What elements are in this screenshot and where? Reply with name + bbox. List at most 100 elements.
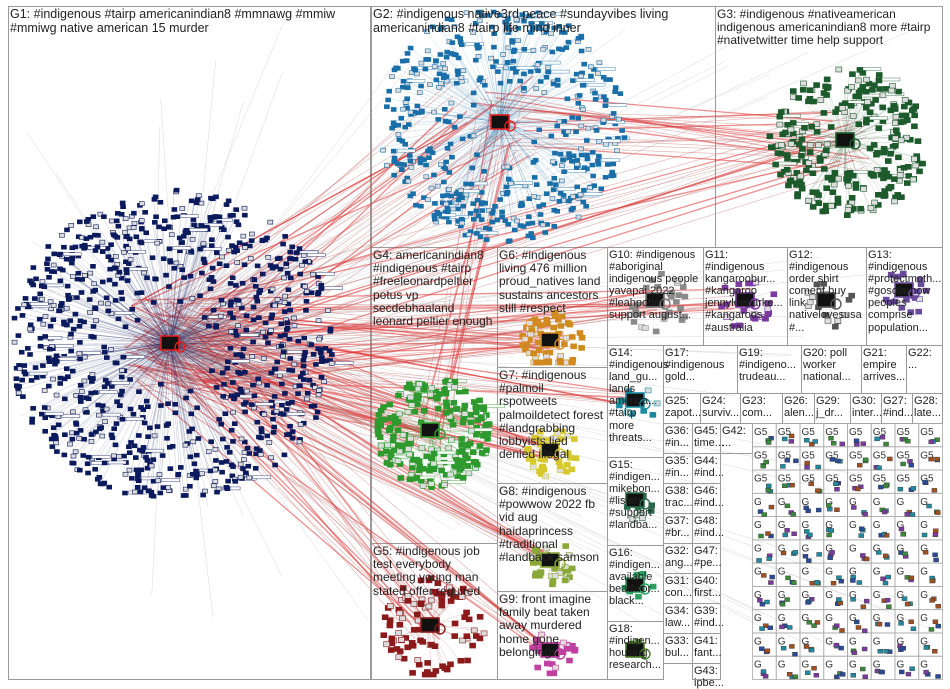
g2-node [555,78,560,82]
tiny-node [805,461,810,465]
tiny-node [809,648,814,652]
g5-node [396,631,402,636]
tiny-cluster-label: G5 [873,450,887,461]
tiny-node [876,550,881,554]
tiny-node [933,620,938,624]
g1-node [177,236,182,240]
g1-node [89,391,94,395]
g1-node [218,314,223,318]
g1-node [240,281,245,285]
tiny-node [909,576,914,580]
g3-node [898,195,904,200]
g1-node [139,291,144,295]
g2-node [581,83,586,87]
g1-node [79,291,84,295]
g4-node [420,483,426,488]
g1-node [167,247,172,251]
g1-node [303,260,308,264]
tiny-node [830,457,835,461]
g6-node [579,335,585,340]
g5-node [422,672,428,677]
g1-node [12,316,17,320]
g3-node [885,159,891,164]
tiny-cluster-label: G [920,567,928,578]
small-group-label: G35: #in... [665,455,690,479]
g2-node [443,67,448,71]
g2-node [409,165,414,169]
g2-node [441,62,446,66]
g2-node [608,78,613,82]
g1-node [239,390,244,394]
g4-node [405,446,411,451]
g3-node [788,141,794,146]
tiny-node [859,527,864,531]
g4-node [473,404,479,409]
g1-node [123,217,128,221]
g2-node-tag [542,61,560,64]
g3-node [778,110,784,115]
g1-node [119,212,124,216]
g2-node [438,66,443,70]
g1-node [132,221,137,225]
g2-node [451,207,456,211]
g1-node [168,467,173,471]
g4-node [407,477,413,482]
g1-node [229,428,234,432]
g3-node [898,138,904,143]
g1-node [134,468,139,472]
g1-node [47,360,52,364]
g1-node [139,202,144,206]
g4-node [395,393,401,398]
g3-node [902,97,908,102]
g1-node [152,220,157,224]
g1-node [225,360,230,364]
tiny-node [831,581,836,585]
tiny-node [856,626,861,630]
g1-node [82,246,87,250]
g1-node [158,200,163,204]
g1-node [139,219,144,223]
g1-node [116,224,121,228]
g1-node [113,443,118,447]
g2-node [438,163,443,167]
tiny-node [886,605,891,609]
g1-node [112,266,117,270]
g1-node [233,283,238,287]
g1-node [228,303,233,307]
g1-node [120,417,125,421]
g1-node [298,423,303,427]
g1-node [20,395,25,399]
small-group-label: G44: #ind... [694,455,718,479]
g3-node [821,166,827,171]
small-group-label: G26: alen... [784,395,812,419]
g1-node [305,391,310,395]
g2-node [384,105,389,109]
g1-node [151,300,156,304]
g7-node [557,464,563,469]
tiny-node [767,557,772,561]
tiny-node [862,629,867,633]
tiny-cluster-label: G5 [897,427,911,438]
g1-node [158,404,163,408]
g2-node [459,43,464,47]
g1-node-tag [45,284,63,287]
g1-node [301,378,306,382]
g1-node [70,461,75,465]
g3-node [798,153,804,158]
g2-node [429,186,434,190]
g1-node [241,347,246,351]
g1-label: G1: #indigenous #tairp americanindian8 #… [10,8,368,36]
g1-node [142,421,147,425]
g4-node [444,404,450,409]
g2-node [407,154,412,158]
g1-node [315,410,320,414]
tiny-node [884,533,889,537]
g5-node [464,610,470,615]
g4-node [398,475,404,480]
g2-node [552,224,557,228]
g1-node [114,219,119,223]
tiny-node [785,528,790,532]
tiny-node [785,458,790,462]
g3-node [807,143,813,148]
g4-node [450,422,456,427]
